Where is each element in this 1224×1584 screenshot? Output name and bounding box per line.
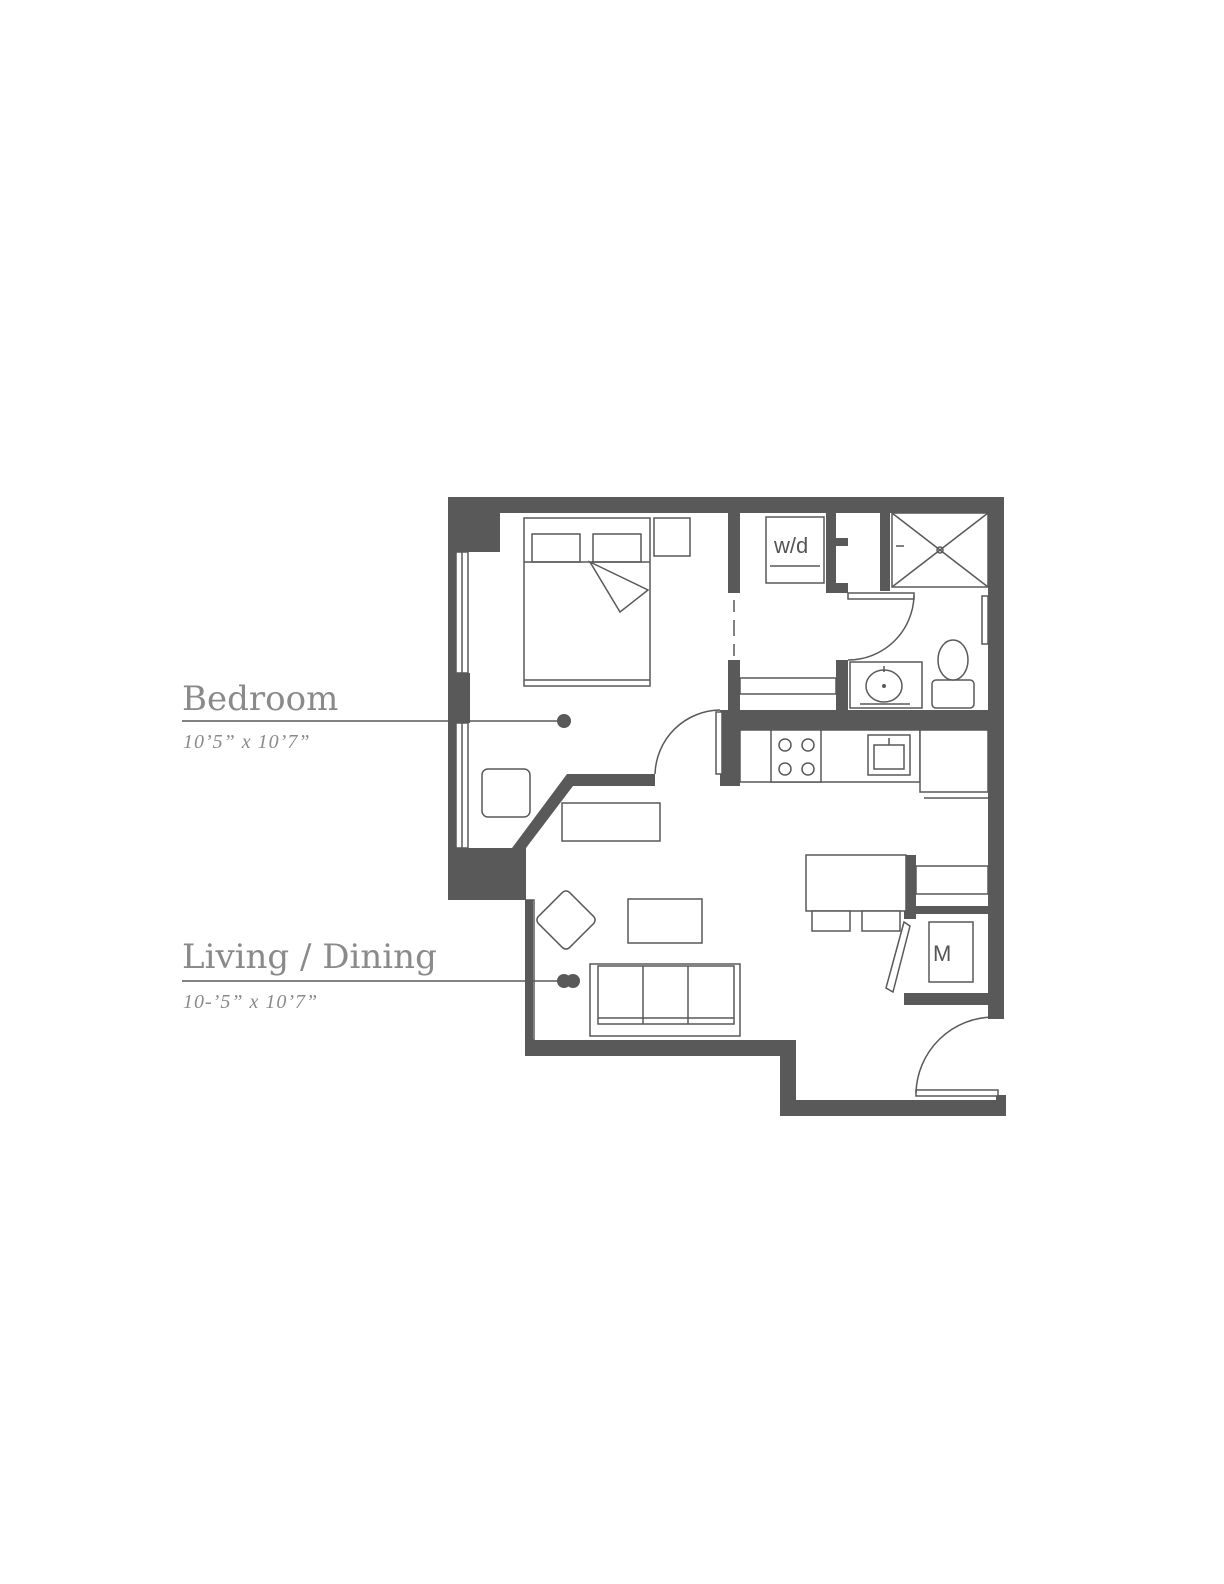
coffee-table — [627, 898, 703, 944]
living-dining-label: Living / Dining — [182, 937, 437, 977]
bedroom-dimensions: 10’5” x 10’7” — [183, 731, 310, 753]
nightstand — [653, 517, 691, 557]
windows — [455, 551, 535, 1041]
bath-towel-bar — [981, 595, 989, 645]
bathroom-door — [847, 592, 915, 661]
washer-dryer-label: w/d — [773, 533, 808, 558]
living-dining-dimensions: 10-’5” x 10’7” — [183, 991, 318, 1013]
walls — [448, 497, 1006, 1116]
entry-door — [915, 1016, 999, 1097]
toilet — [931, 639, 975, 709]
stove — [770, 729, 822, 783]
sofa — [589, 963, 741, 1037]
refrigerator — [919, 729, 989, 799]
bar-stool — [811, 910, 851, 932]
bedroom-chair — [481, 768, 531, 818]
armchair — [536, 890, 596, 950]
washer-dryer: w/d — [765, 516, 825, 584]
kitchen-sink — [867, 734, 911, 776]
bed — [523, 517, 651, 687]
bedroom-label: Bedroom — [182, 679, 338, 719]
living-dining-callout: Living / Dining 10-’5” x 10’7” — [182, 937, 580, 1013]
bar-stool — [861, 910, 901, 932]
bedroom-door — [654, 709, 723, 775]
dresser — [561, 802, 661, 842]
kitchen-island — [805, 854, 907, 912]
pantry-shelf — [915, 865, 989, 895]
mechanical-closet: M — [885, 920, 974, 994]
bedroom-callout: Bedroom 10’5” x 10’7” — [182, 679, 571, 753]
mechanical-label: M — [933, 941, 951, 966]
bathroom-sink — [849, 661, 923, 709]
shower — [891, 512, 989, 588]
closet-shelf — [739, 677, 837, 695]
